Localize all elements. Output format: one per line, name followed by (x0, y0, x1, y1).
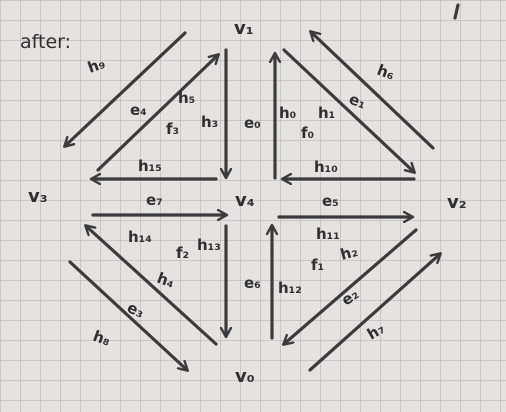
label-h14: h₁₄ (128, 228, 152, 246)
header-text: after: (20, 31, 71, 53)
label-h3: h₃ (201, 113, 218, 131)
label-e0: e₀ (244, 114, 261, 132)
label-h8: h₈ (91, 327, 113, 350)
vertex-v1: v₁ (234, 18, 254, 39)
label-h13: h₁₃ (197, 236, 221, 254)
label-e7: e₇ (146, 191, 163, 209)
arrow-h6 (311, 32, 435, 150)
label-e3: e₃ (124, 298, 147, 321)
arrow-h7 (308, 254, 440, 372)
label-f3: f₃ (166, 120, 179, 138)
label-h1: h₁ (318, 104, 335, 122)
vertex-v2: v₂ (447, 192, 467, 213)
label-h11: h₁₁ (316, 225, 340, 243)
label-h9: h₉ (85, 54, 107, 77)
label-e5: e₅ (322, 192, 339, 210)
vertex-v0: v₀ (235, 366, 255, 387)
label-h7: h₇ (364, 319, 388, 343)
arrow-h1 (282, 48, 414, 172)
arrow-h14 (86, 226, 218, 346)
label-h4: h₄ (155, 269, 177, 292)
label-h0: h₀ (279, 104, 296, 122)
label-f2: f₂ (176, 244, 189, 262)
vertex-v3: v₃ (28, 186, 48, 207)
label-h12: h₁₂ (278, 279, 302, 297)
label-f0: f₀ (301, 124, 314, 142)
label-e6: e₆ (244, 274, 261, 292)
label-e1: e₁ (347, 90, 369, 113)
arrow-h9 (65, 31, 187, 146)
arrow-e4 (96, 55, 218, 172)
label-h6: h₆ (375, 61, 397, 84)
pen-mark (453, 3, 460, 20)
arrow-h8 (68, 260, 187, 370)
label-h15: h₁₅ (138, 157, 162, 175)
vertex-v4: v₄ (235, 190, 255, 211)
arrow-h2 (284, 228, 418, 344)
label-h2: h₂ (338, 242, 359, 264)
label-e4: e₄ (130, 101, 147, 119)
label-e2: e₂ (338, 285, 362, 309)
label-h10: h₁₀ (314, 158, 338, 176)
label-h5: h₅ (178, 89, 195, 107)
label-f1: f₁ (311, 256, 324, 274)
